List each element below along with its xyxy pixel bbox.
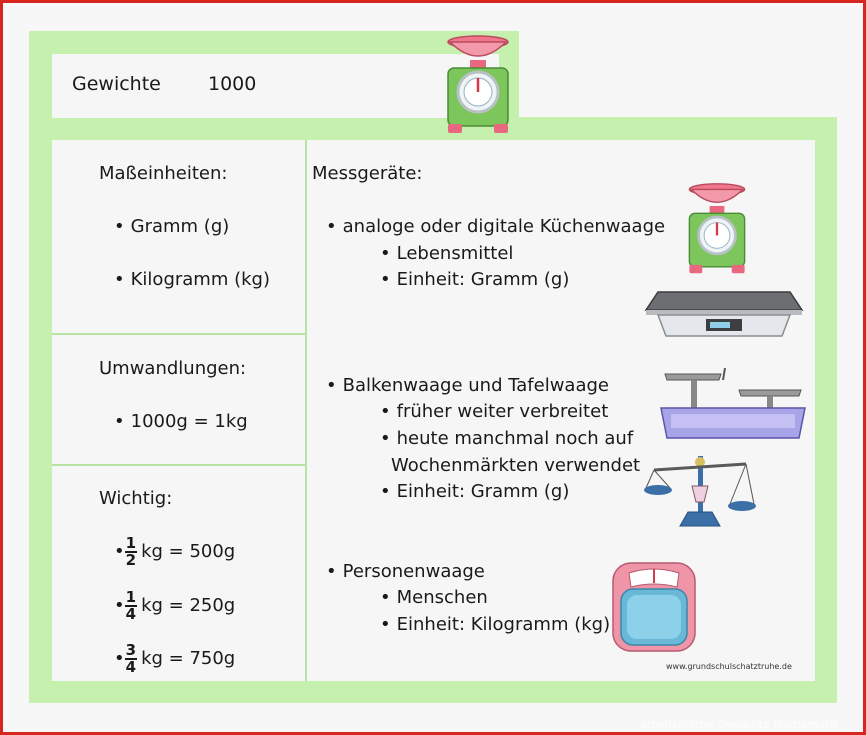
page-title: Gewichte [72,73,161,95]
conversions-heading: Umwandlungen: [99,358,247,379]
table-scale-icon [660,367,806,439]
important-heading: Wichtig: [99,488,173,509]
section-divider-2 [52,464,305,466]
kitchen-scale-icon [447,35,509,133]
bullet: • [114,648,125,669]
conversion-item: 1000g = 1kg [114,411,248,433]
column-divider [305,140,307,681]
section-divider-1 [52,333,305,335]
unit-item: Gramm (g) [114,216,230,238]
device-detail-continued: Wochenmärkten verwendet [391,455,641,476]
bathroom-scale-icon [612,562,696,652]
watermark: arbeitsblätter Gewichte Mathematik [640,718,839,731]
devices-heading: Messgeräte: [312,163,423,184]
device-detail: Einheit: Kilogramm (kg) [380,614,610,636]
digital-scale-icon [644,291,804,337]
device-detail: heute manchmal noch auf [380,428,634,450]
device-detail: Einheit: Gramm (g) [380,481,570,503]
bullet: • [114,595,125,616]
device-detail: früher weiter verbreitet [380,401,609,423]
units-heading: Maßeinheiten: [99,163,228,184]
unit-item: Kilogramm (kg) [114,269,270,291]
balance-scale-icon [644,456,756,527]
device-title: analoge oder digitale Küchenwaage [326,216,665,238]
kitchen-scale-icon [688,183,746,274]
device-detail: Lebensmittel [380,243,514,265]
header-panel [52,54,499,118]
bullet: • [114,541,125,562]
footer-url: www.grundschulschatztruhe.de [666,662,792,671]
device-title: Personenwaage [326,561,485,583]
device-detail: Einheit: Gramm (g) [380,269,570,291]
device-title: Balkenwaage und Tafelwaage [326,375,609,397]
device-detail: Menschen [380,587,488,609]
page-number: 1000 [208,73,257,95]
